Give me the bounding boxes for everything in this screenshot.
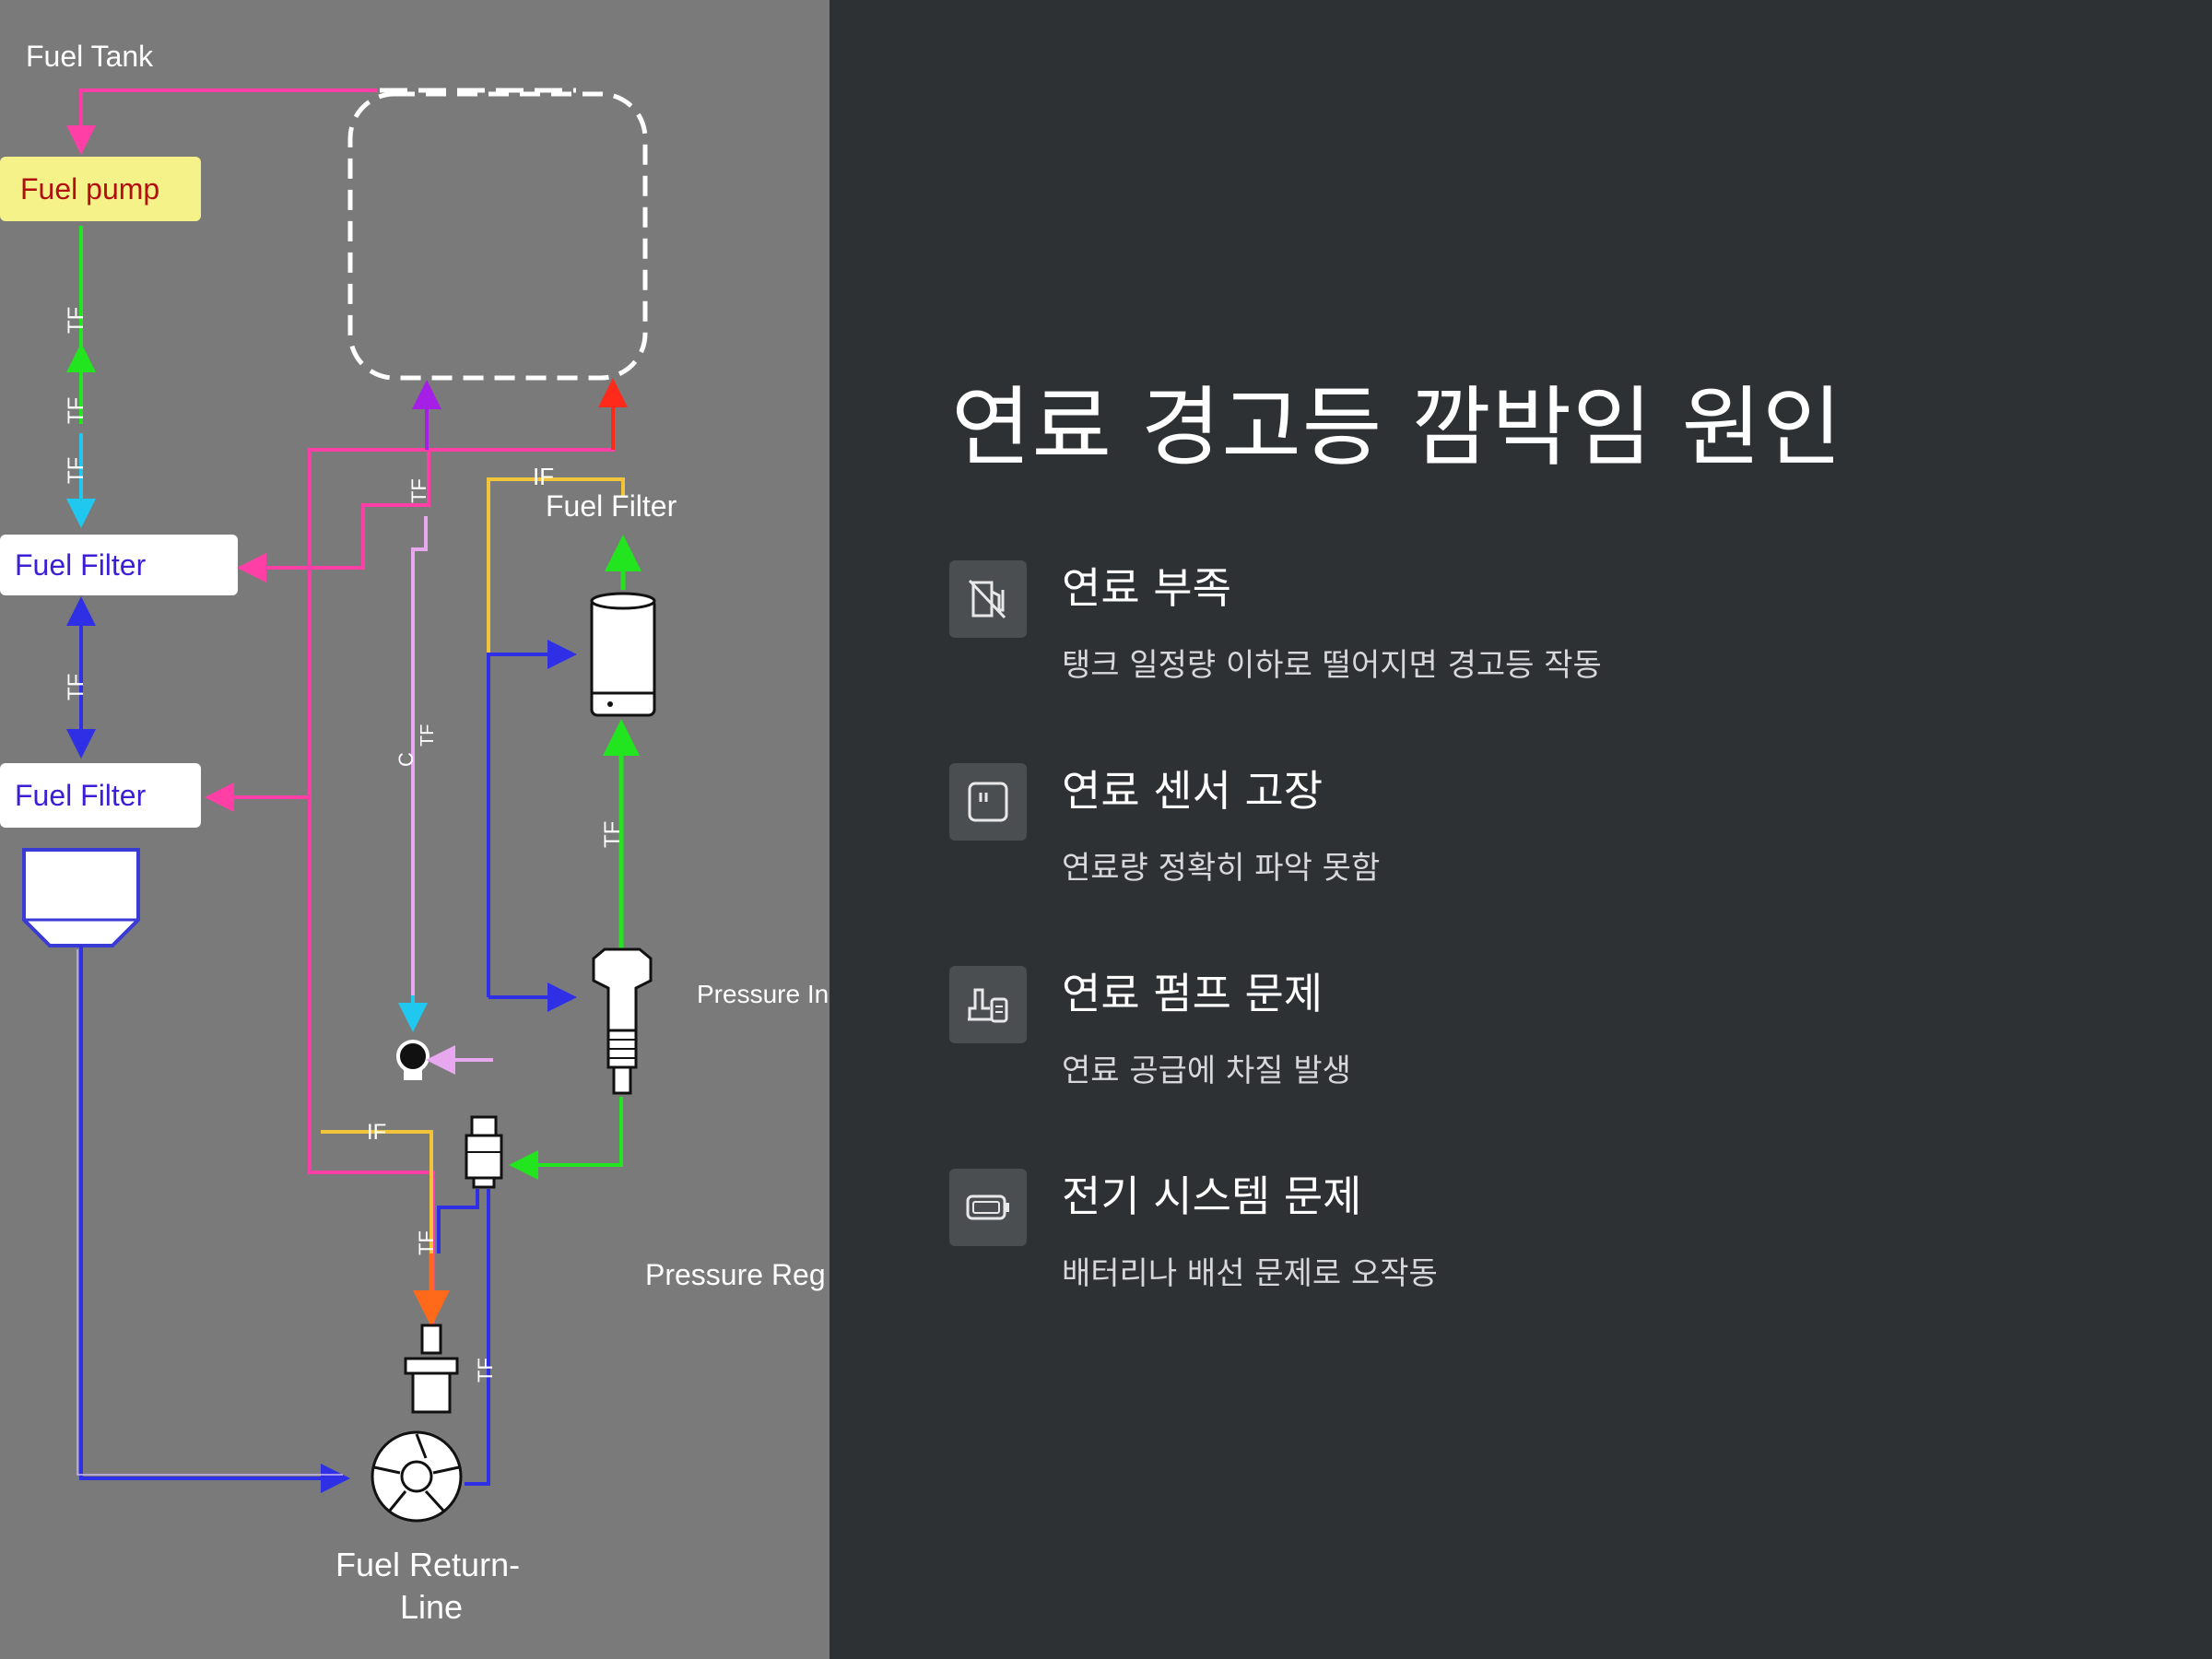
page-title: 연료 경고등 깜박임 원인 [951,378,1843,478]
cylinder-filter-icon [590,592,656,717]
cause-item-sensor: 연료 센서 고장 연료량 정확히 파악 못함 [949,763,2147,929]
tag-tf-3: TF [64,457,88,484]
fuel-pump-label: Fuel pump [20,172,159,206]
cause-item-pump: 연료 펌프 문제 연료 공급에 차질 발생 [949,966,2147,1132]
cause-item-electrical: 전기 시스템 문제 배터리나 배선 문제로 오작동 [949,1169,2147,1335]
cause-heading: 연료 펌프 문제 [1062,969,1324,1018]
tag-tf-4: TF [64,674,88,700]
cause-description: 탱크 일정량 이하로 떨어지면 경고등 작동 [1062,647,1602,684]
tag-tf-6: TF [418,724,438,747]
cause-description: 연료 공급에 차질 발생 [1062,1053,1351,1089]
fuel-filter-label-2: Fuel Filter [15,779,147,812]
tag-tf-7: TF [600,821,625,848]
tag-tf-2: TF [64,397,88,424]
content-panel: 연료 경고등 깜박임 원인 연료 부족 탱크 일정량 이하로 떨어지면 경고등 … [830,0,2212,1659]
pressure-in-label: Pressure In [697,980,829,1008]
fuel-filter-label-1: Fuel Filter [15,548,147,582]
fuel-filter-box-2 [0,763,201,828]
fuel-system-diagram: Fuel Tank Fuel pump TF TF TF Fuel Filter… [0,0,830,1659]
return-line-label-2: Line [400,1588,463,1626]
fuel-filter-box-1 [0,535,238,595]
check-valve-ball [396,1040,429,1073]
fuel-pump-icon [949,966,1027,1043]
sensor-icon [949,763,1027,841]
cause-heading: 연료 센서 고장 [1062,766,1324,816]
tag-if-1: IF [533,463,554,490]
funnel-tank-shape [22,848,140,947]
cause-description: 배터리나 배선 문제로 오작동 [1062,1255,1438,1292]
tag-c: C [394,752,418,767]
pressure-reg-label: Pressure Reg [645,1258,826,1291]
battery-icon [949,1169,1027,1246]
return-line-label-1: Fuel Return- [335,1546,520,1583]
tag-tf-1: TF [64,307,88,334]
tag-tf-9: TF [474,1358,497,1382]
tag-tf-8: TF [415,1230,438,1255]
fuel-pump-icon [371,1324,463,1523]
fuel-pump-box [0,157,201,221]
cause-heading: 연료 부족 [1062,563,1231,613]
pressure-regulator-icon [465,1115,503,1189]
cause-item-low-fuel: 연료 부족 탱크 일정량 이하로 떨어지면 경고등 작동 [949,560,2147,726]
fuel-tank-outline [347,91,648,381]
tag-tf-5: TF [407,478,430,503]
fuel-tank-label: Fuel Tank [26,40,154,73]
fuel-injector-icon [592,947,653,1095]
fuel-filter-label-3: Fuel Filter [546,489,677,523]
cause-heading: 전기 시스템 문제 [1062,1171,1362,1221]
cause-description: 연료량 정확히 파악 못함 [1062,850,1381,887]
no-fuel-icon [949,560,1027,638]
tag-if-2: IF [367,1120,386,1145]
